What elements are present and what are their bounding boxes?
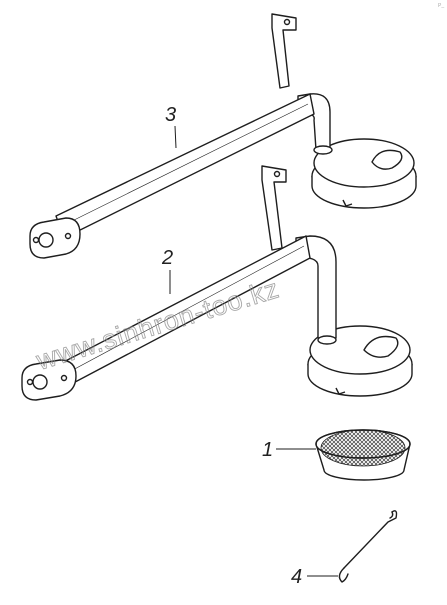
callout-leader-3 [174, 125, 177, 149]
corner-mark: P_ [438, 3, 444, 9]
watermark: www.sinhron-too.kz [32, 273, 283, 376]
callout-4: 4 [291, 566, 338, 588]
part-3-flange [29, 217, 81, 259]
callout-label-2: 2 [161, 247, 173, 269]
part-2-flange [21, 359, 77, 401]
callout-1: 1 [262, 439, 316, 461]
part-3-bracket [271, 13, 297, 89]
callout-label-3: 3 [165, 104, 176, 126]
callout-2: 2 [161, 247, 173, 294]
part-3-intake-pipe [29, 13, 417, 259]
callout-label-1: 1 [262, 439, 273, 461]
part-1-mesh [320, 429, 406, 467]
part-2-bracket [261, 165, 287, 251]
part-1-mesh-strainer [315, 429, 411, 481]
part-4-spring-clip [338, 510, 398, 583]
callout-3: 3 [165, 104, 177, 149]
part-2-intake-pipe [21, 165, 413, 401]
callout-label-4: 4 [291, 566, 302, 588]
